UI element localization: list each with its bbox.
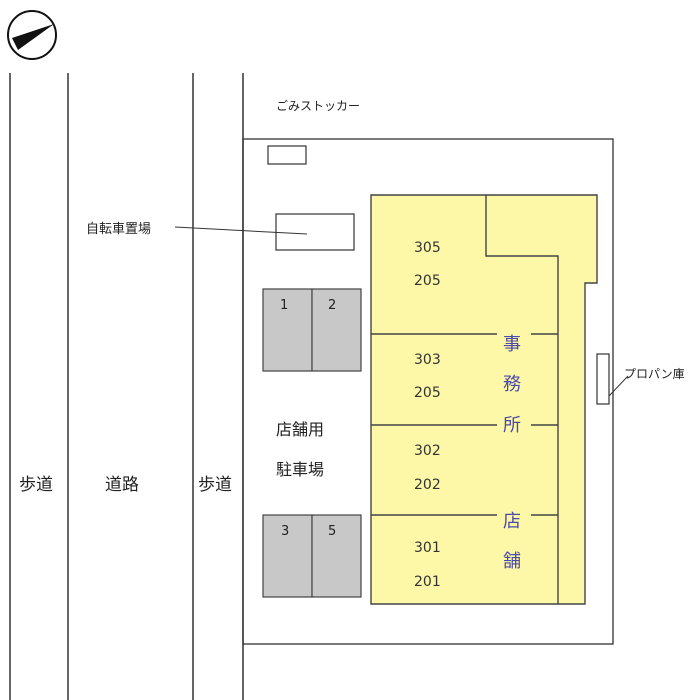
office-label-char: 所: [503, 415, 521, 436]
shop-label-char: 店: [503, 511, 521, 532]
garbage-stocker: [267, 145, 307, 165]
bicycle-parking: [275, 213, 355, 251]
unit-number: 302: [414, 443, 441, 459]
unit-number: 205: [414, 273, 441, 289]
office-label-char: 務: [503, 374, 521, 395]
unit-number: 205: [414, 385, 441, 401]
unit-number: 303: [414, 352, 441, 368]
office-label-char: 事: [503, 334, 521, 355]
parking-spaces: [262, 288, 362, 598]
unit-number: 201: [414, 574, 441, 590]
propane-storage-label: プロパン庫: [624, 367, 685, 381]
office-shop-block: [485, 195, 559, 604]
unit-number: 202: [414, 477, 441, 493]
unit-number: 301: [414, 540, 441, 556]
parking-number: 1: [280, 298, 289, 313]
parking-space-5: [311, 514, 362, 598]
bicycle-leader-line: [174, 226, 308, 235]
parking-space-1: [262, 288, 313, 372]
parking-label-line1: 店舗用: [276, 420, 325, 439]
propane-storage: [596, 353, 610, 405]
parking-label-line2: 駐車場: [276, 460, 325, 479]
unit-number: 305: [414, 240, 441, 256]
garbage-stocker-label: ごみストッカー: [276, 99, 361, 113]
propane-leader-line: [608, 375, 629, 397]
building-outline: [370, 194, 598, 605]
sidewalk-right-label: 歩道: [198, 475, 232, 495]
parking-number: 5: [328, 524, 337, 539]
road-label: 道路: [105, 475, 139, 495]
bicycle-parking-label: 自転車置場: [86, 222, 152, 237]
building: [370, 194, 598, 605]
north-arrow-icon: [7, 10, 57, 60]
parking-number: 2: [328, 298, 337, 313]
parking-number: 3: [281, 524, 290, 539]
shop-label-char: 舗: [503, 551, 521, 572]
sidewalk-left-label: 歩道: [19, 475, 53, 495]
parking-space-2: [311, 288, 362, 372]
road-lines: [9, 73, 244, 700]
parking-space-3: [262, 514, 313, 598]
